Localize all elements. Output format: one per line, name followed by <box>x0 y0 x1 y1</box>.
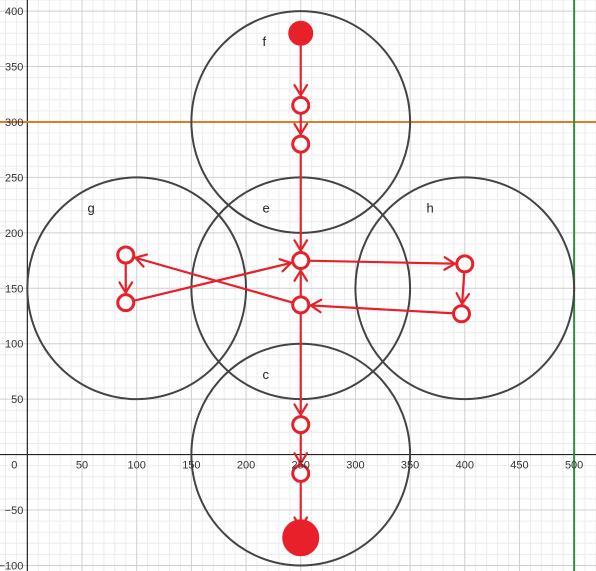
arrow-head <box>443 256 456 271</box>
x-tick-label: 150 <box>182 460 200 472</box>
circle-label-e: e <box>262 200 269 215</box>
arrow-line <box>125 259 301 304</box>
y-tick-label: 150 <box>5 283 23 295</box>
arrow-head <box>293 122 309 136</box>
point-open <box>291 134 311 154</box>
points <box>116 20 475 557</box>
x-tick-label: 50 <box>76 460 88 472</box>
arrow-head <box>309 298 323 314</box>
point-open <box>291 463 311 483</box>
y-tick-label: 300 <box>5 117 23 129</box>
arrow-line <box>125 253 302 306</box>
arrow-head <box>293 83 309 97</box>
point-open <box>291 415 311 435</box>
arrow-line <box>300 259 465 265</box>
circle-label-f: f <box>262 34 266 49</box>
circle-label-g: g <box>87 200 94 215</box>
arrow-head <box>118 281 134 294</box>
arrow-head <box>293 403 309 416</box>
circle-label-h: h <box>426 200 433 215</box>
x-tick-label: 400 <box>456 460 474 472</box>
point-open <box>116 245 136 265</box>
circle-label-c: c <box>262 367 269 382</box>
x-tick-label: 250 <box>292 460 310 472</box>
arrow-head <box>455 292 471 305</box>
arrow-head <box>293 239 309 252</box>
arrow-head <box>293 269 309 282</box>
point-open <box>451 304 471 324</box>
y-tick-label: 250 <box>5 172 23 184</box>
y-tick-label: 350 <box>5 62 23 74</box>
arrow-line <box>300 303 462 315</box>
x-tick-label: 500 <box>565 460 583 472</box>
arrow-head <box>134 253 149 268</box>
point-open <box>291 295 311 315</box>
y-tick-label: 50 <box>11 394 23 406</box>
arrow-head <box>293 452 309 465</box>
point-filled <box>288 20 314 46</box>
y-tick-label: 400 <box>5 6 23 18</box>
y-tick-label: 200 <box>5 228 23 240</box>
point-open <box>455 254 475 274</box>
point-open <box>291 251 311 271</box>
x-tick-label: 450 <box>510 460 528 472</box>
circle-h <box>354 176 576 401</box>
x-tick-label: 200 <box>237 460 255 472</box>
point-filled <box>282 519 320 557</box>
x-tick-label: 350 <box>401 460 419 472</box>
y-tick-label: 100 <box>5 339 23 351</box>
y-tick-label: −100 <box>0 560 23 571</box>
point-open <box>116 293 136 313</box>
point-open <box>291 95 311 115</box>
origin-label: 0 <box>11 460 17 472</box>
arrow-head <box>278 258 293 273</box>
y-tick-label: −50 <box>5 505 24 517</box>
circle-labels: f e g h c <box>87 34 433 382</box>
x-tick-label: 300 <box>346 460 364 472</box>
x-tick-label: 100 <box>128 460 146 472</box>
